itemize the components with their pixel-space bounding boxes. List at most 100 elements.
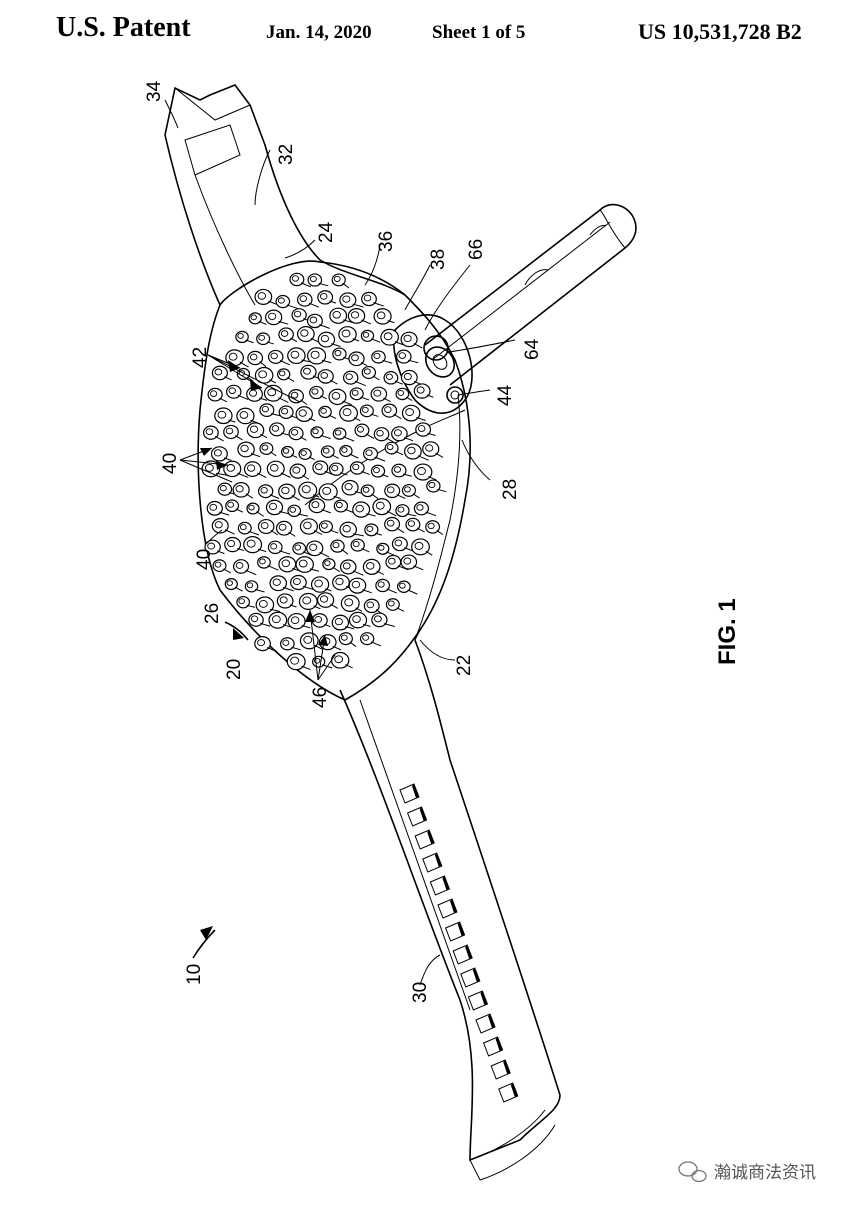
tooth [422, 441, 444, 458]
tooth [391, 463, 412, 478]
tooth [349, 387, 370, 401]
handle-slot-shade [495, 1037, 503, 1051]
tooth [342, 370, 366, 387]
tube [424, 203, 637, 386]
tooth [279, 637, 301, 651]
tooth [267, 540, 291, 555]
tooth [384, 516, 405, 534]
tooth [310, 576, 332, 593]
handle-slot-shade [480, 991, 488, 1005]
tooth [298, 592, 321, 611]
handle-slot-shade [488, 1014, 495, 1028]
tooth [400, 331, 423, 349]
tooth [236, 407, 261, 425]
tooth [296, 292, 320, 308]
tooth [237, 521, 260, 536]
ref-64: 64 [522, 338, 543, 360]
tooth [254, 366, 277, 384]
tooth [361, 291, 384, 307]
handle-slot-shade [450, 899, 457, 913]
tooth [333, 499, 354, 513]
tooth [349, 461, 370, 475]
tooth [338, 632, 357, 647]
handle-arm [339, 639, 561, 1181]
tooth [210, 446, 232, 462]
tooth [259, 403, 281, 417]
handle-slot-shade [419, 807, 427, 821]
tooth [309, 385, 327, 400]
tooth [328, 462, 348, 476]
tooth [288, 426, 307, 441]
ref-30: 30 [410, 982, 431, 1003]
tooth [235, 330, 254, 344]
ref-22: 22 [454, 655, 475, 676]
tooth [300, 364, 321, 380]
tooth [226, 384, 249, 401]
tooth [339, 559, 364, 576]
handle-slots [399, 783, 519, 1103]
head-outline [197, 260, 471, 701]
tooth [316, 592, 339, 609]
tooth [263, 384, 289, 403]
tooth [317, 290, 337, 305]
ref-10: 10 [184, 964, 205, 985]
tooth [278, 327, 298, 342]
tooth [257, 484, 280, 499]
tooth [426, 479, 447, 493]
handle-slot-shade [412, 784, 419, 798]
tooth [257, 556, 279, 571]
tooth [425, 520, 444, 536]
tooth [385, 598, 405, 612]
tooth [308, 498, 331, 514]
tooth [384, 441, 404, 456]
tooth [290, 574, 315, 591]
tooth [287, 347, 312, 365]
tooth [243, 536, 267, 554]
tooth [288, 388, 308, 405]
tooth [265, 309, 289, 326]
tooth [413, 463, 437, 481]
ref-40-b: 40 [194, 549, 215, 570]
tooth [372, 498, 397, 517]
tooth [287, 612, 311, 630]
tooth [376, 542, 395, 556]
tooth [212, 559, 231, 574]
handle-slot-shade [472, 968, 480, 982]
tooth [371, 350, 393, 364]
tooth [207, 387, 228, 403]
patent-header-sheet: Sheet 1 of 5 [432, 22, 526, 43]
tooth [278, 405, 302, 420]
tooth [318, 405, 337, 419]
tooth [341, 479, 366, 496]
handle-slot-shade [427, 830, 435, 844]
tooth [289, 272, 312, 288]
tooth [243, 461, 267, 479]
tooth [248, 612, 271, 627]
tooth [359, 404, 379, 418]
tooth [298, 481, 320, 499]
tooth [401, 404, 426, 422]
tooth [362, 558, 385, 575]
tooth [411, 538, 433, 556]
watermark-text: 瀚诚商法资讯 [714, 1163, 816, 1183]
tooth [306, 540, 330, 558]
patent-header-title: U.S. Patent [56, 12, 191, 43]
upper-arm [164, 84, 406, 306]
tooth [223, 460, 249, 478]
tooth [370, 464, 389, 478]
handle-slot-shade [442, 876, 450, 890]
tooth [246, 502, 265, 517]
tooth [391, 426, 414, 442]
tooth [395, 504, 417, 518]
tooth [278, 483, 301, 501]
tooth [395, 387, 413, 401]
tooth [312, 460, 334, 475]
wechat-icon [678, 1161, 707, 1183]
tooth [318, 520, 339, 534]
tooth [206, 500, 230, 516]
handle-slot-shade [503, 1060, 511, 1074]
ref-38: 38 [428, 249, 449, 270]
tooth [225, 499, 244, 513]
